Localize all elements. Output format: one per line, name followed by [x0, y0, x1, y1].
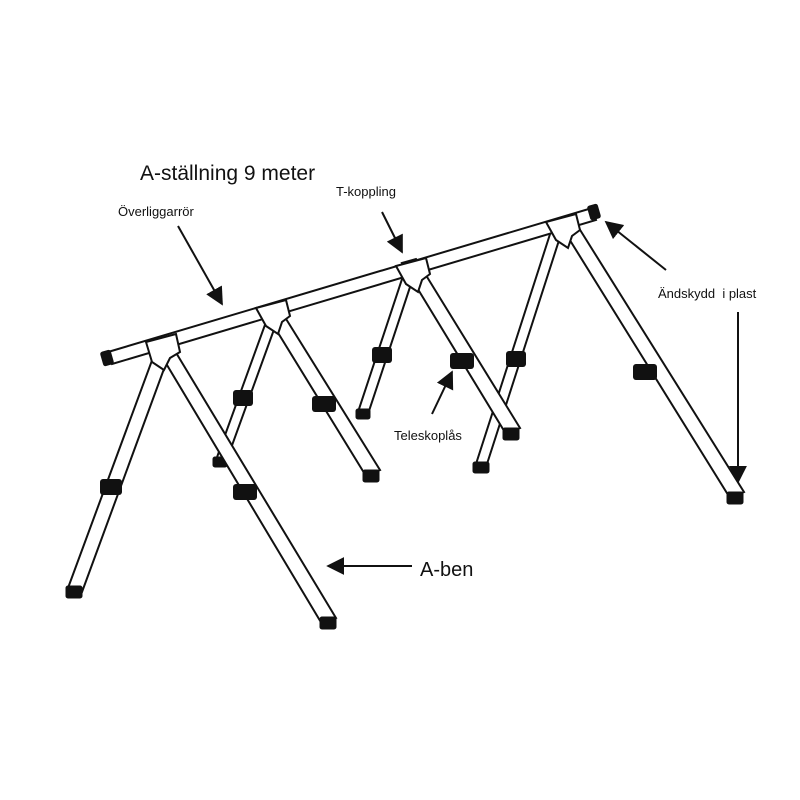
t-coupling-2: [254, 298, 292, 336]
end-cap-right: [587, 203, 601, 221]
rear-leg-2: [356, 268, 417, 416]
label-a-leg: A-ben: [420, 559, 473, 581]
label-top-tube: Överliggarrör: [118, 204, 195, 219]
label-end-cap: Ändskydd i plast: [658, 286, 757, 301]
t-coupling-1: [144, 332, 182, 372]
end-cap-rear-2: [355, 408, 371, 420]
front-end-caps: [65, 427, 744, 630]
telescope-lock-front-5: [633, 364, 657, 380]
front-leg-3: [400, 257, 522, 436]
diagram-title: A-ställning 9 meter: [140, 162, 315, 185]
arrow-top-tube: [177, 225, 223, 306]
arrow-end-cap-right: [604, 220, 667, 271]
arrow-telescope-lock: [431, 370, 454, 415]
end-cap-front-4: [502, 427, 520, 441]
telescope-lock-rear-3: [506, 351, 526, 367]
t-coupling-3: [394, 256, 432, 294]
t-coupling-4: [544, 212, 582, 250]
callout-arrows: [177, 211, 747, 575]
end-cap-rear-3: [472, 461, 490, 474]
telescope-lock-front-2: [233, 484, 257, 500]
end-cap-front-2: [319, 616, 337, 630]
label-t-coupling: T-koppling: [336, 184, 396, 199]
front-leg-2: [262, 304, 382, 478]
telescope-lock-rear-2: [372, 347, 392, 363]
end-cap-front-1: [65, 585, 83, 599]
end-cap-left: [100, 349, 114, 367]
telescope-lock-front-1: [100, 479, 122, 495]
top-tube: [100, 203, 601, 367]
end-cap-front-3: [362, 469, 380, 483]
front-telescope-locks: [100, 353, 657, 500]
telescope-lock-rear-1: [233, 390, 253, 406]
label-telescope-lock: Teleskoplås: [394, 428, 462, 443]
arrow-t-coupling: [381, 211, 403, 254]
end-cap-front-5: [726, 491, 744, 505]
t-couplings: [144, 212, 582, 372]
telescope-lock-front-4: [450, 353, 474, 369]
telescope-lock-front-3: [312, 396, 336, 412]
labels: A-ställning 9 meter Överliggarrör T-kopp…: [118, 162, 757, 581]
front-leg-left-outer: [66, 353, 170, 594]
